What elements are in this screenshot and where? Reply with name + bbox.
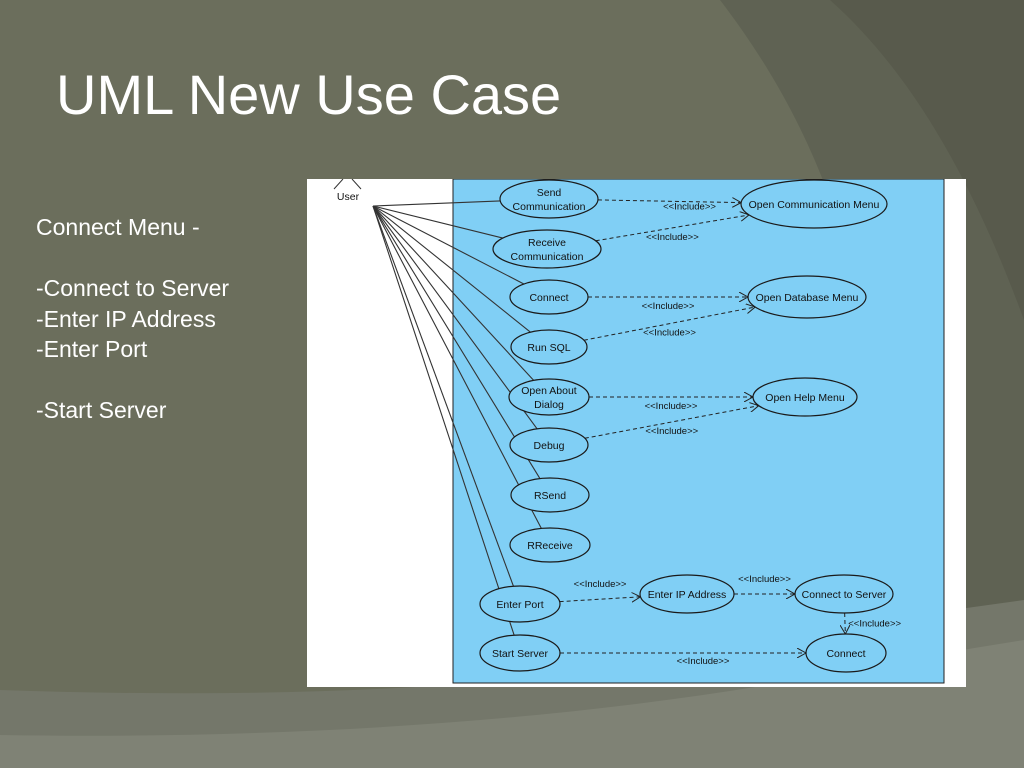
association-line	[372, 205, 535, 381]
use-case-rreceive: RReceive	[509, 527, 591, 563]
use-case-ellipse	[639, 574, 735, 614]
use-case-label: Connect	[826, 648, 865, 660]
use-case-ellipse	[508, 378, 590, 416]
association-line	[372, 205, 515, 636]
use-case-openhelp: Open Help Menu	[752, 377, 858, 417]
bullet-spacer	[36, 365, 301, 396]
include-label: <<Include>>	[848, 619, 901, 630]
use-case-label: Run SQL	[527, 342, 570, 354]
use-case-label: Communication	[511, 251, 584, 263]
use-case-connect2: Connect	[805, 633, 887, 673]
use-case-label: Open Database Menu	[756, 292, 859, 304]
association-line	[372, 205, 531, 333]
use-case-label: Connect	[529, 292, 568, 304]
include-arrow	[595, 215, 749, 242]
use-case-rsend: RSend	[510, 477, 590, 513]
use-case-ellipse	[479, 585, 561, 623]
use-case-opencomm: Open Communication Menu	[740, 179, 888, 229]
include-label: <<Include>>	[663, 201, 716, 212]
association-lines	[372, 200, 542, 636]
use-case-enterip: Enter IP Address	[639, 574, 735, 614]
use-case-ellipse	[752, 377, 858, 417]
include-arrow	[845, 612, 846, 634]
use-case-ellipse	[479, 634, 561, 672]
use-case-label: Open Help Menu	[765, 392, 845, 404]
association-line	[372, 205, 541, 479]
bullet-item: -Enter IP Address	[36, 305, 216, 332]
use-case-label: RSend	[534, 490, 566, 502]
use-case-startserver: Start Server	[479, 634, 561, 672]
use-case-ellipse	[509, 279, 589, 315]
use-case-ellipse	[509, 527, 591, 563]
use-case-label: RReceive	[527, 540, 573, 552]
include-label: <<Include>>	[643, 328, 696, 339]
include-arrow	[583, 307, 755, 341]
association-line	[372, 205, 525, 285]
include-label: <<Include>>	[645, 401, 698, 412]
association-line	[372, 200, 501, 207]
include-dependencies: <<Include>> <<Include>> <<Include>> <<Inclu…	[559, 200, 902, 667]
use-case-ellipse	[747, 275, 867, 319]
include-label: <<Include>>	[574, 579, 627, 590]
include-label: <<Include>>	[642, 301, 695, 312]
diagram-canvas: <<Include>> <<Include>> <<Include>> <<Inclu…	[333, 179, 945, 684]
use-case-ellipse	[499, 179, 599, 219]
use-case-debug: Debug	[509, 427, 589, 463]
use-case-opendb: Open Database Menu	[747, 275, 867, 319]
association-line	[372, 205, 514, 587]
use-case-ellipse	[794, 574, 894, 614]
bullet-list: Connect Menu - -Connect to Server -Enter …	[36, 212, 301, 426]
use-case-ellipse	[510, 329, 588, 365]
bullet-item: -Enter Port	[36, 336, 148, 362]
include-arrow	[584, 406, 759, 439]
include-label: <<Include>>	[677, 656, 730, 667]
use-case-label: Connect to Server	[802, 589, 887, 601]
use-case-label: Start Server	[492, 648, 549, 660]
use-cases: SendCommunicationReceiveCommunicationCon…	[479, 179, 894, 673]
association-line	[372, 205, 503, 239]
association-line	[372, 205, 542, 529]
actor: User	[333, 179, 362, 203]
use-case-label: Enter IP Address	[648, 589, 727, 601]
use-case-ellipse	[740, 179, 888, 229]
bullet-spacer	[36, 243, 301, 274]
use-case-label: Enter Port	[496, 599, 543, 611]
use-case-label: Send	[537, 187, 562, 199]
association-line	[372, 205, 538, 430]
use-case-label: Receive	[528, 237, 566, 249]
use-case-ellipse	[509, 427, 589, 463]
use-case-enterport: Enter Port	[479, 585, 561, 623]
bullet-item: -Start Server	[36, 397, 167, 423]
actor-label: User	[337, 191, 360, 203]
use-case-ellipse	[510, 477, 590, 513]
include-label: <<Include>>	[646, 232, 699, 243]
use-case-label: Open About	[521, 385, 577, 397]
use-case-connectserver: Connect to Server	[794, 574, 894, 614]
use-case-label: Dialog	[534, 399, 564, 411]
use-case-ellipse	[805, 633, 887, 673]
use-case-ellipse	[492, 229, 602, 269]
use-case-diagram: <<Include>> <<Include>> <<Include>> <<Inclu…	[307, 179, 966, 687]
bullet-item: -Connect to Server	[36, 275, 230, 301]
include-label: <<Include>>	[645, 426, 698, 437]
bullet-item: Connect Menu -	[36, 214, 200, 240]
slide-title: UML New Use Case	[56, 63, 562, 126]
use-case-connect: Connect	[509, 279, 589, 315]
use-case-runsql: Run SQL	[510, 329, 588, 365]
use-case-label: Debug	[534, 440, 565, 452]
use-case-label: Communication	[513, 201, 586, 213]
include-label: <<Include>>	[738, 574, 791, 585]
use-case-label: Open Communication Menu	[749, 199, 880, 211]
include-arrow	[597, 200, 741, 203]
